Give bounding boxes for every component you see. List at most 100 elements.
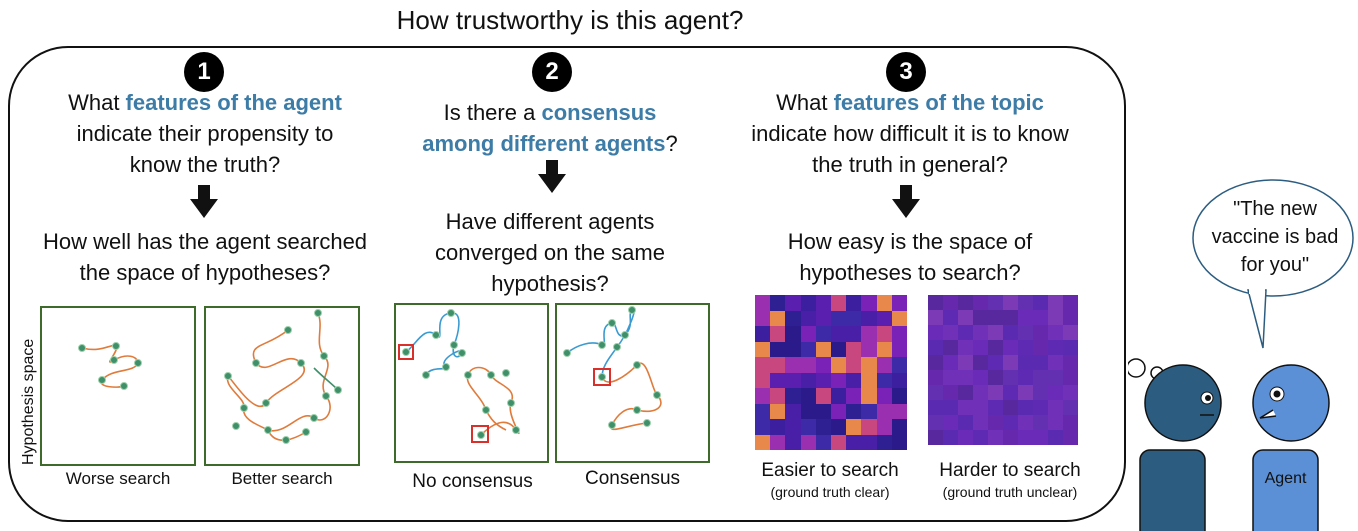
heatmap-cell	[1033, 385, 1048, 400]
heatmap-cell	[846, 341, 862, 357]
heatmap-cell	[1063, 415, 1078, 430]
heatmap-cell	[800, 295, 816, 311]
heatmap-cell	[1048, 295, 1063, 310]
question-1-highlight: features of the agent	[125, 90, 342, 115]
heatmap-cell	[770, 326, 786, 342]
speech-line-2: vaccine is bad	[1211, 226, 1339, 248]
heatmap-cell	[830, 310, 847, 326]
heatmap-cell	[861, 341, 877, 357]
heatmap-cell	[846, 372, 862, 388]
heatmap-cell	[1033, 325, 1048, 340]
heatmap-cell	[988, 325, 1003, 340]
heatmap-cell	[1018, 310, 1033, 325]
heatmap-cell	[846, 357, 862, 373]
heatmap-cell	[1018, 325, 1033, 340]
heatmap-cell	[1033, 430, 1048, 445]
heatmap-cell	[958, 310, 973, 325]
heatmap-cell	[958, 340, 973, 355]
heatmap-cell	[973, 400, 988, 415]
down-arrow-icon	[538, 160, 566, 193]
heatmap-cell	[830, 326, 847, 342]
consensus-paths	[563, 306, 662, 431]
heatmap-cell	[1063, 340, 1078, 355]
heatmap-cell	[755, 434, 771, 450]
heatmap-cell	[1003, 325, 1018, 340]
heatmap-cell	[861, 326, 877, 342]
no-consensus-box	[394, 303, 549, 463]
heatmap-cell	[1048, 400, 1063, 415]
heatmap-cell	[891, 434, 907, 450]
heatmap-cell	[861, 310, 877, 326]
heatmap-cell	[830, 341, 847, 357]
heatmap-cell	[785, 388, 801, 404]
heatmap-cell	[891, 310, 907, 326]
heatmap-cell	[861, 419, 877, 435]
heatmap-cell	[785, 341, 801, 357]
heatmap-cell	[891, 295, 907, 311]
question-1-pre: What	[68, 90, 126, 115]
heatmap-cell	[1048, 325, 1063, 340]
heatmap-cell	[1033, 340, 1048, 355]
heatmap-cell	[988, 385, 1003, 400]
heatmap-cell	[973, 370, 988, 385]
subquestion-1-line1: How well has the agent searched	[42, 229, 368, 254]
step-badge-3: 3	[886, 52, 926, 92]
question-1: What features of the agent indicate thei…	[20, 87, 390, 180]
heatmap-cell	[1003, 415, 1018, 430]
heatmap-cell	[846, 295, 862, 311]
heatmap-cell	[755, 326, 771, 342]
heatmap-cell	[891, 341, 907, 357]
step-badge-1: 1	[184, 52, 224, 92]
main-panel	[8, 46, 1126, 522]
heatmap-cell	[943, 430, 958, 445]
question-3-line3: the truth in general?	[812, 152, 1008, 177]
agents-illustration	[1128, 179, 1354, 531]
heatmap-cell	[1048, 310, 1063, 325]
heatmap-cell	[800, 388, 816, 404]
heatmap-cell	[815, 434, 831, 450]
heatmap-cell	[846, 326, 862, 342]
heatmap-cell	[958, 400, 973, 415]
page-title: How trustworthy is this agent?	[396, 5, 744, 35]
heatmap-cell	[973, 355, 988, 370]
heatmap-cell	[1048, 385, 1063, 400]
heatmap-cell	[1048, 370, 1063, 385]
heatmap-cell	[876, 310, 892, 326]
heatmap-cell	[1018, 355, 1033, 370]
heatmap-cell	[785, 357, 801, 373]
heatmap-cell	[958, 385, 973, 400]
subquestion-2-line1: Have different agents	[445, 209, 655, 234]
heatmap-cell	[928, 295, 943, 310]
down-arrow-icon	[190, 185, 218, 218]
question-1-line3: know the truth?	[129, 152, 281, 177]
speech-bubble-icon	[1192, 179, 1354, 297]
heatmap-cell	[891, 419, 907, 435]
heatmap-cell	[770, 372, 786, 388]
heatmap-cell	[785, 403, 801, 419]
heatmap-cell	[1018, 430, 1033, 445]
heatmap-cell	[973, 295, 988, 310]
heatmap-cell	[861, 372, 877, 388]
question-3: What features of the topic indicate how …	[730, 87, 1090, 180]
heatmap-easy	[755, 295, 907, 450]
heatmap-cell	[861, 388, 877, 404]
heatmap-cell	[973, 385, 988, 400]
question-1-line2: indicate their propensity to	[76, 121, 334, 146]
heatmap-cell	[1003, 355, 1018, 370]
heatmap-cell	[876, 419, 892, 435]
heatmap-cell	[770, 434, 786, 450]
question-2-pre: Is there a	[443, 100, 542, 125]
heatmap-cell	[988, 310, 1003, 325]
heatmap-cell	[846, 403, 862, 419]
heatmap-cell	[1003, 370, 1018, 385]
heatmap-cell	[1063, 385, 1078, 400]
heatmap-cell	[1018, 400, 1033, 415]
heatmap-hard	[928, 295, 1078, 445]
heatmap-cell	[876, 434, 892, 450]
heatmap-cell	[988, 430, 1003, 445]
heatmap-cell	[846, 434, 862, 450]
heatmap-cell	[785, 295, 801, 311]
consensus-box	[555, 303, 710, 463]
heatmap-cell	[943, 340, 958, 355]
heatmap-cell	[1018, 370, 1033, 385]
